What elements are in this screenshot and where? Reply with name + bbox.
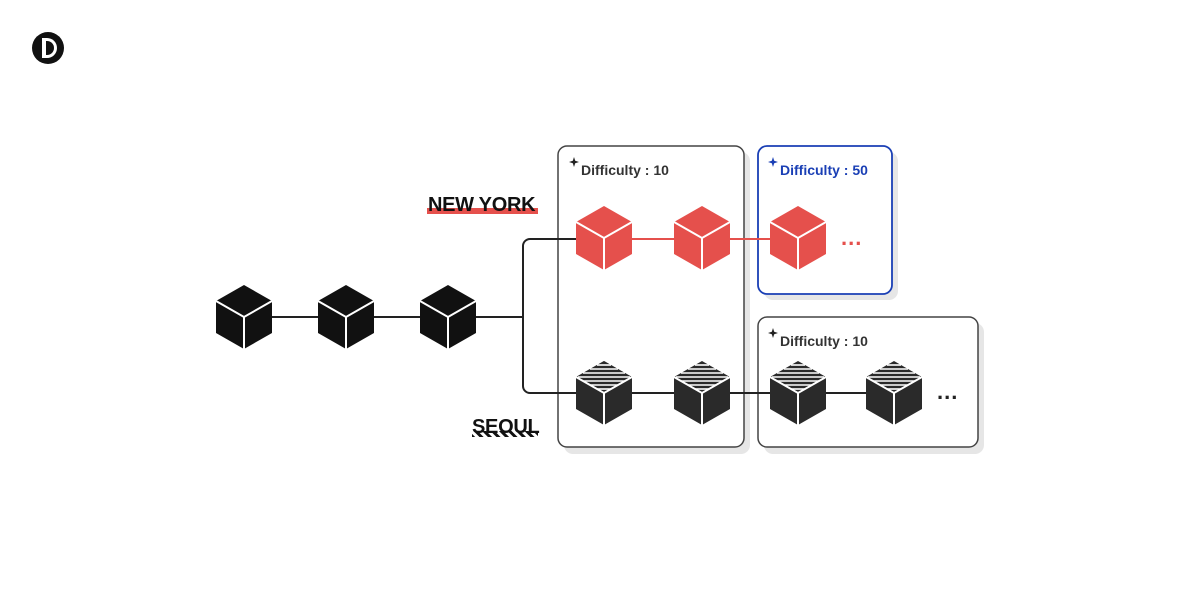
seoul-ellipsis: ... — [937, 379, 958, 404]
striped-block-icon — [673, 361, 731, 425]
striped-block-icon — [575, 361, 633, 425]
new-york-label: NEW YORK — [427, 194, 538, 216]
difficulty-label-seoul: Difficulty : 10 — [780, 333, 868, 349]
new-york-box-header: Difficulty : 50 — [768, 157, 868, 178]
sparkle-icon — [569, 157, 579, 167]
difficulty-label-new-york: Difficulty : 50 — [780, 162, 868, 178]
shared-box-header: Difficulty : 10 — [569, 157, 669, 178]
block-icon — [419, 285, 477, 349]
seoul-label: SEOUL — [472, 416, 540, 438]
block-icon — [215, 285, 273, 349]
block-icon — [317, 285, 375, 349]
new-york-text: NEW YORK — [428, 194, 536, 216]
new-york-underline — [427, 208, 538, 214]
seoul-text: SEOUL — [472, 416, 539, 438]
d-logo-icon — [32, 32, 64, 64]
sparkle-icon — [768, 328, 778, 338]
sparkle-icon — [768, 157, 778, 167]
red-block-icon — [575, 206, 633, 270]
chain-links — [272, 238, 867, 394]
new-york-chain: ... — [575, 206, 862, 270]
striped-block-icon — [769, 361, 827, 425]
red-block-icon — [769, 206, 827, 270]
striped-block-icon — [865, 361, 923, 425]
difficulty-label-shared: Difficulty : 10 — [581, 162, 669, 178]
seoul-underline — [472, 431, 538, 437]
new-york-ellipsis: ... — [841, 225, 862, 250]
seoul-chain: ... — [575, 361, 958, 425]
seoul-box-header: Difficulty : 10 — [768, 328, 868, 349]
red-block-icon — [673, 206, 731, 270]
fork-connector — [522, 238, 576, 394]
main-chain — [215, 285, 477, 349]
